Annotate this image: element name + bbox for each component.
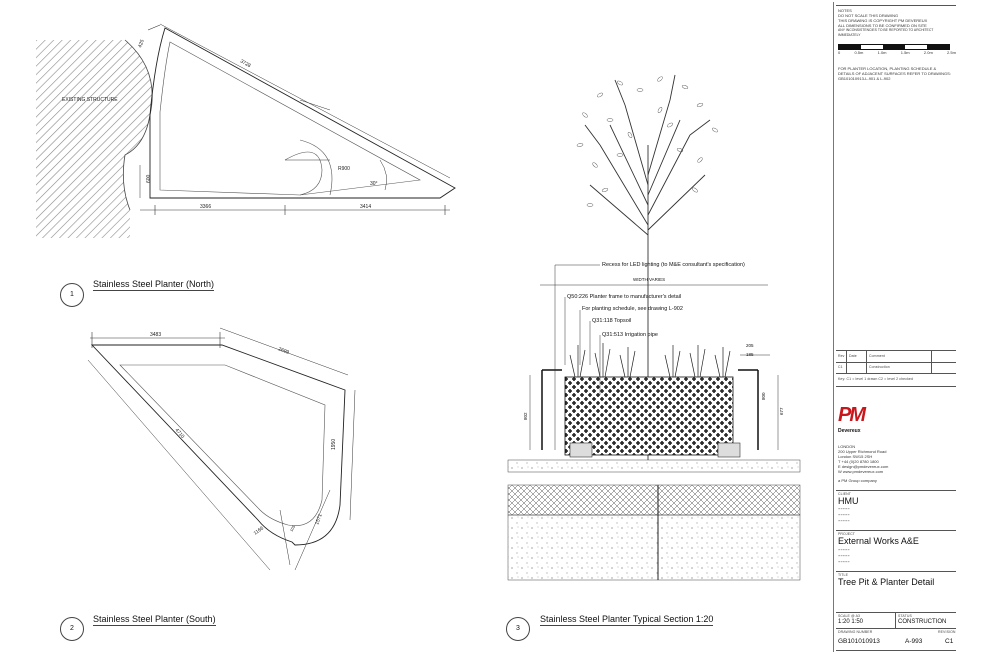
dim-802: 802 <box>523 412 528 420</box>
notes-heading: NOTES <box>838 8 852 13</box>
company-address: LONDON 200 Upper Richmond Road London SW… <box>838 444 948 483</box>
label-frame: Q50:226 Planter frame to manufacturer's … <box>567 294 681 300</box>
address-line: LONDON <box>838 444 856 449</box>
existing-structure-hatch <box>36 40 153 238</box>
ground-surface <box>507 459 801 473</box>
client-label: CLIENT <box>838 492 852 496</box>
revision-cell: Construction <box>869 365 890 369</box>
note-line: ALL DIMENSIONS TO BE CONFIRMED ON SITE <box>838 23 927 28</box>
scale-field-value: 1:20 1:50 <box>838 619 864 625</box>
dim-3366: 3366 <box>200 204 211 210</box>
company-logo: PM <box>838 404 866 426</box>
address-line: London SW15 2SH <box>838 454 873 459</box>
address-line: 200 Upper Richmond Road <box>838 449 887 454</box>
subbase-left <box>507 484 659 516</box>
dim-3483: 3483 <box>150 332 161 338</box>
scale-label: 1.0m <box>877 50 887 55</box>
drawing-3-title: Stainless Steel Planter Typical Section … <box>540 614 714 626</box>
revision-header: Rev <box>838 354 845 358</box>
note-line: DO NOT SCALE THIS DRAWING <box>838 13 899 18</box>
address-line: T +44 (0)20 8780 1800 <box>838 459 879 464</box>
status-value: CONSTRUCTION <box>898 619 947 625</box>
planter-section-drawing: Recess for LED lighting (to M&E consulta… <box>507 74 801 581</box>
drawing-2-number-circle: 2 <box>60 617 84 641</box>
note-line: ANY INCONSISTENCIES TO BE REPORTED TO AR… <box>838 28 934 37</box>
status-label: STATUS <box>898 614 912 618</box>
dim-1571: 1571 <box>314 513 324 526</box>
title-label: TITLE <box>838 573 849 577</box>
label-schedule: For planting schedule, see drawing L-902 <box>582 306 683 312</box>
dim-2699: 2699 <box>277 346 290 356</box>
scale-label: 2.5m <box>947 50 956 55</box>
revision-value: C1 <box>945 638 954 645</box>
planter-south-outline <box>90 344 346 546</box>
scale-label: 0.5m <box>854 50 864 55</box>
dim-3728: 3728 <box>239 59 252 70</box>
revision-key: Key: C1 = level 1 drawn C2 = level 2 che… <box>838 377 914 381</box>
scale-label: 0 <box>838 50 841 55</box>
tree-leaves <box>576 76 718 207</box>
company-name: Devereux <box>838 428 861 434</box>
dim-800: 800 <box>761 392 766 400</box>
dim-205: 205 <box>746 343 754 348</box>
title-value: Tree Pit & Planter Detail <box>838 577 935 587</box>
notes-block: NOTES DO NOT SCALE THIS DRAWING THIS DRA… <box>838 8 956 38</box>
dim-3414: 3414 <box>360 204 371 210</box>
revision-header: Date <box>849 354 857 358</box>
revision-cell: C1 <box>838 365 843 369</box>
sheet-number-value: A-993 <box>905 638 923 645</box>
dim-1166: 1166 <box>253 525 265 536</box>
revision-header: Comment <box>869 354 885 358</box>
note-line: THIS DRAWING IS COPYRIGHT PM DEVEREUX <box>838 18 928 23</box>
dim-4710: 4710 <box>173 427 185 439</box>
planter-frame <box>541 369 759 450</box>
drawing-number-value: GB101010913 <box>838 638 880 645</box>
subbase-right <box>657 484 801 516</box>
dim-1950: 1950 <box>331 439 337 450</box>
planter-grasses <box>569 343 731 378</box>
label-led: Recess for LED lighting (to M&E consulta… <box>602 262 745 268</box>
dim-677: 677 <box>779 407 784 415</box>
planter-note: FOR PLANTER LOCATION, PLANTING SCHEDULE … <box>838 66 951 81</box>
drawing-1-title: Stainless Steel Planter (North) <box>93 279 215 291</box>
scale-label: 2.0m <box>923 50 933 55</box>
drawing-2-title: Stainless Steel Planter (South) <box>93 614 216 626</box>
group-note: a PM Group company <box>838 478 877 483</box>
ground-base <box>507 514 801 581</box>
project-value: External Works A&E <box>838 536 919 546</box>
label-topsoil: Q31:118 Topsoil <box>592 318 631 324</box>
dim-425: 425 <box>137 39 146 49</box>
planter-south-drawing: 3483 2699 4710 1950 1571 1166 105 <box>87 327 356 571</box>
dim-600: 600 <box>146 174 152 183</box>
client-value: HMU <box>838 496 859 506</box>
project-dashes: --------------- <box>838 547 850 566</box>
planter-north-outline <box>149 27 456 199</box>
revision-table: Rev Date Comment C1 Construction <box>836 350 956 374</box>
client-dashes: --------------- <box>838 506 850 525</box>
planter-north-drawing: EXISTING STRUCTURE 425 3728 600 3366 341… <box>36 23 456 238</box>
drawing-3-number-circle: 3 <box>506 617 530 641</box>
drawing-number-label: DRAWING NUMBER <box>838 630 873 634</box>
revision-label: REVISION <box>938 630 956 634</box>
scale-label: 1.5m <box>900 50 910 55</box>
drawing-1-number-circle: 1 <box>60 283 84 307</box>
dim-r900: R900 <box>338 166 350 172</box>
dim-105: 105 <box>289 524 297 533</box>
address-line: W www.pmdevereux.com <box>838 469 884 474</box>
title-block-border <box>833 2 834 652</box>
project-label: PROJECT <box>838 532 856 536</box>
title-block-top-line <box>836 5 956 6</box>
planter-soil-weave <box>564 376 734 456</box>
existing-structure-label: EXISTING STRUCTURE <box>62 97 118 103</box>
label-width-varies: WIDTH VARIES <box>633 277 665 282</box>
dim-angle-30: 30° <box>370 181 378 187</box>
address-line: E design@pmdevereux.com <box>838 464 889 469</box>
dim-185: 185 <box>746 352 754 357</box>
scale-field-label: SCALE @ A3 <box>838 614 861 618</box>
label-irrigation: Q31:513 Irrigation pipe <box>602 332 658 338</box>
scale-bar: 0 0.5m 1.0m 1.5m 2.0m 2.5m <box>838 44 956 56</box>
